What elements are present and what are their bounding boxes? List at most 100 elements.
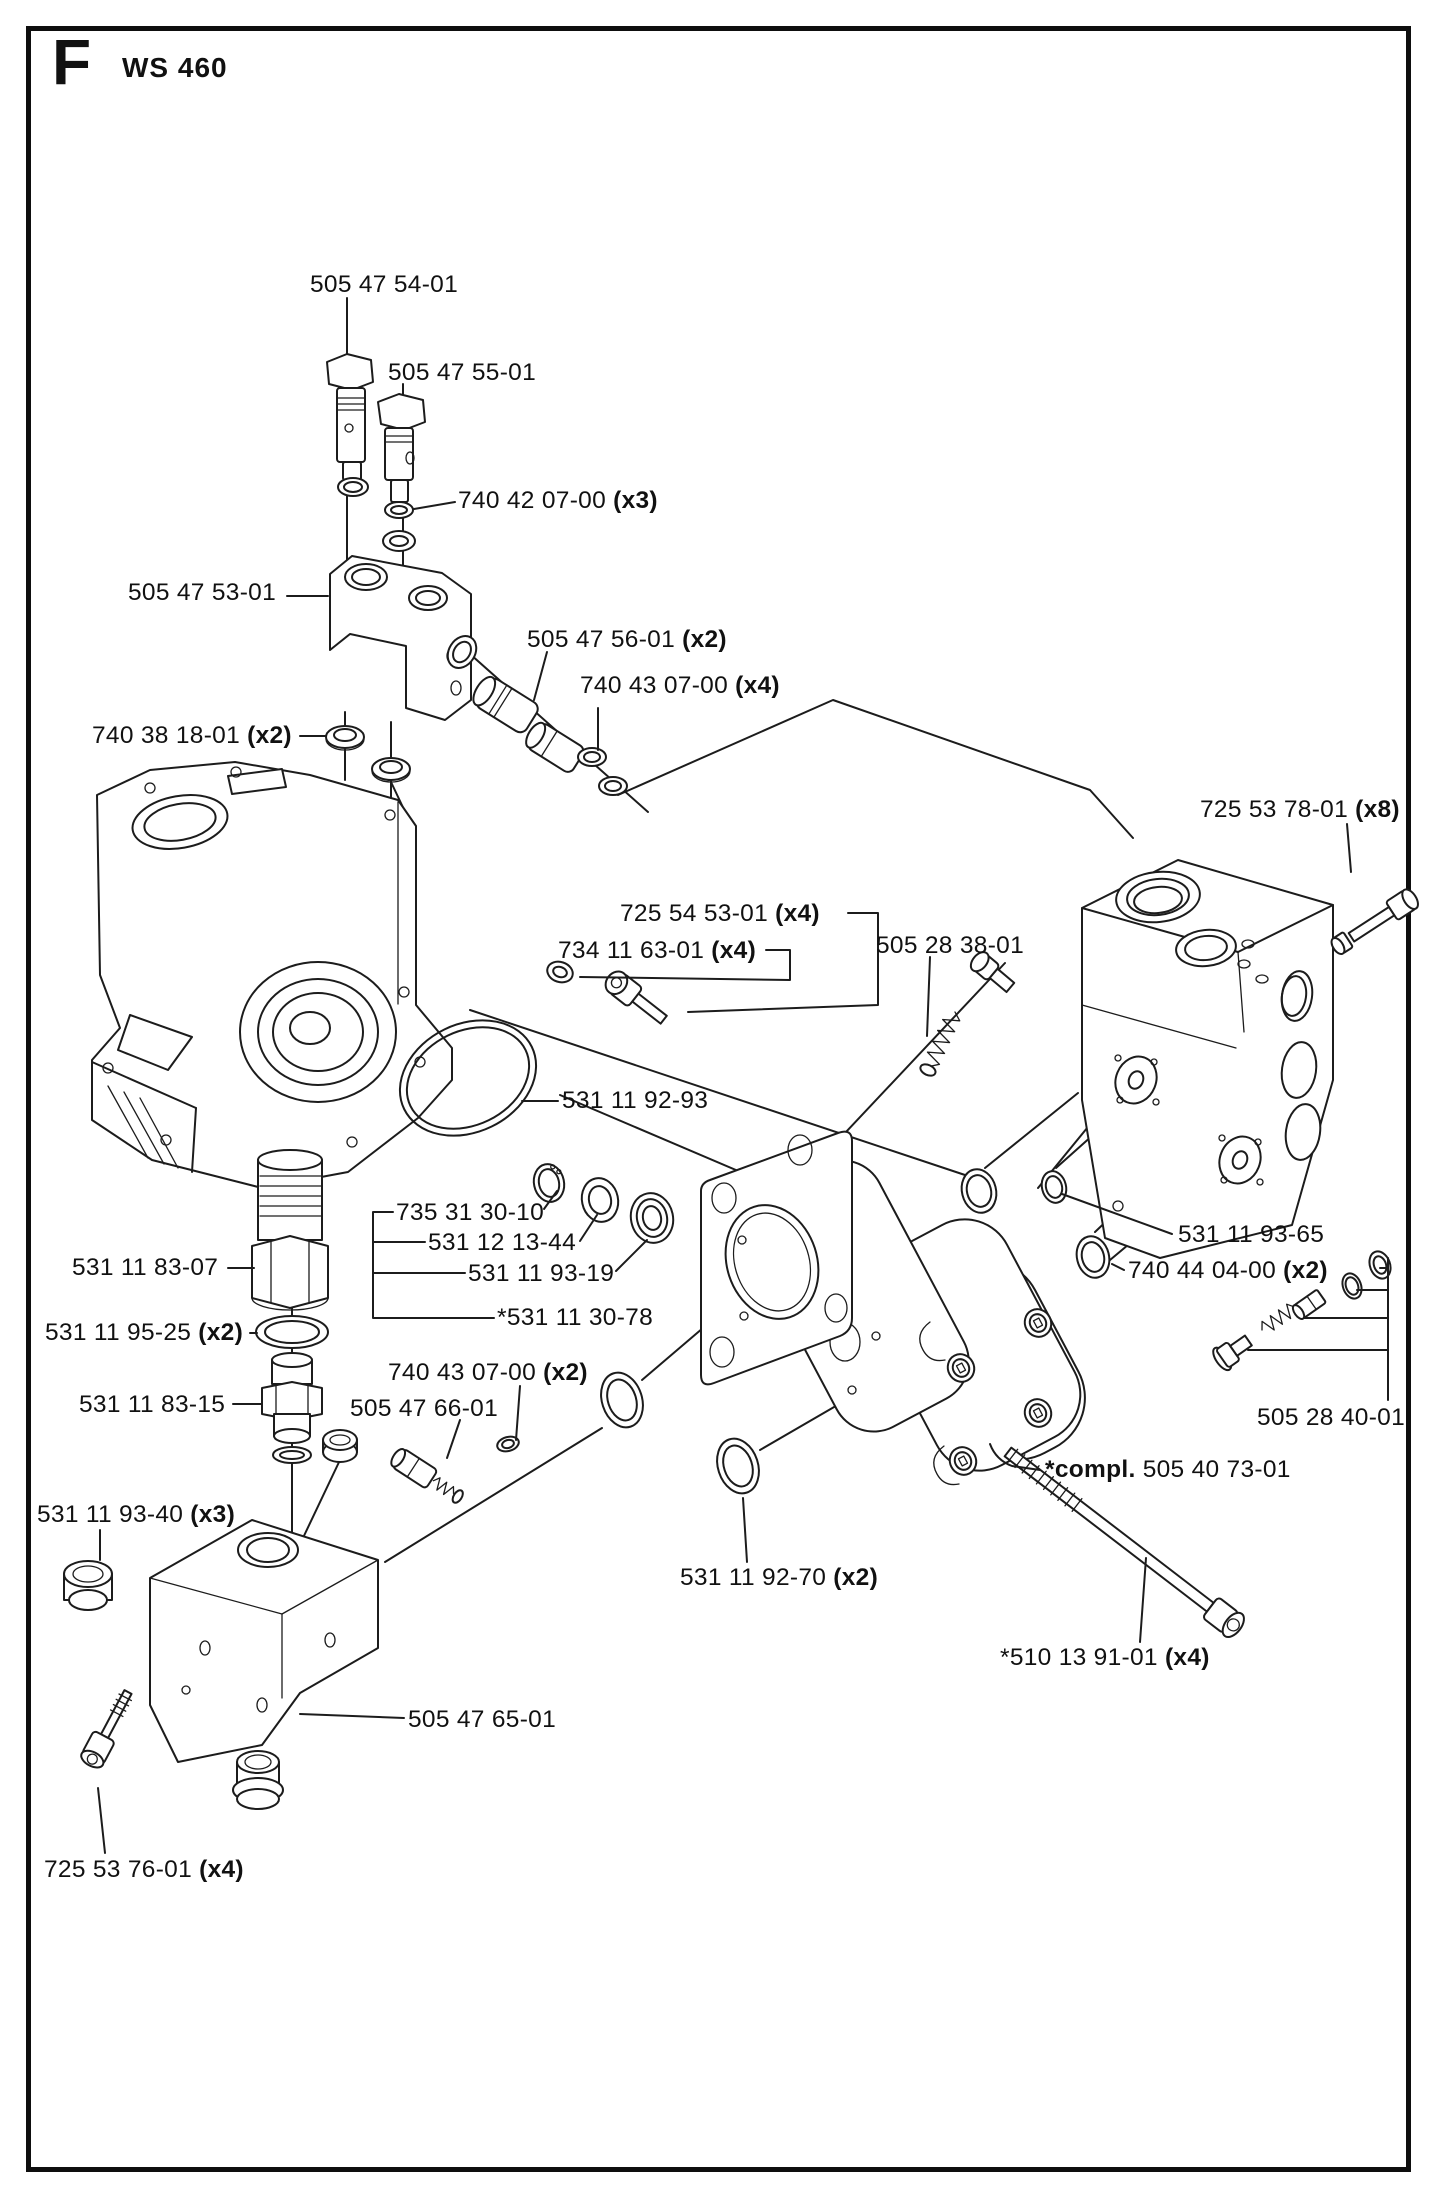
part-label: *531 11 30-78 xyxy=(497,1304,654,1332)
part-number: 531 11 92-70 xyxy=(680,1564,834,1591)
hex-bolt-725537801 xyxy=(1330,888,1419,956)
sleeve-531118307 xyxy=(251,1149,329,1311)
part-quantity: (x4) xyxy=(711,937,757,964)
part-label: 725 53 78-01 (x8) xyxy=(1200,796,1400,824)
valve-block xyxy=(1081,859,1334,1259)
union-531118315 xyxy=(261,1352,323,1464)
cover-bolt xyxy=(946,1353,976,1383)
part-number: 505 47 65-01 xyxy=(408,1706,557,1733)
part-label: 531 11 95-25 (x2) xyxy=(45,1319,244,1347)
part-quantity: (x2) xyxy=(1283,1257,1328,1284)
part-number: 531 11 93-19 xyxy=(468,1260,615,1287)
part-label: 734 11 63-01 (x4) xyxy=(558,937,757,965)
part-number: 734 11 63-01 xyxy=(558,937,712,964)
relief-valve-505283801 xyxy=(919,951,1016,1077)
part-number: 505 47 66-01 xyxy=(350,1395,499,1422)
part-number: 725 53 78-01 xyxy=(1200,796,1356,823)
part-quantity: (x2) xyxy=(198,1319,244,1346)
plug-531119340 xyxy=(232,1750,284,1810)
part-label: 505 28 38-01 xyxy=(876,932,1025,960)
part-number: 531 11 93-65 xyxy=(1178,1221,1325,1248)
part-number: 531 11 92-93 xyxy=(562,1087,709,1114)
mounting-bracket-505475301 xyxy=(329,555,472,721)
part-label: 531 12 13-44 xyxy=(428,1229,577,1257)
model-title: WS 460 xyxy=(122,52,228,83)
hex-bolt-725537601 xyxy=(80,1689,133,1769)
valve-kit-505284001 xyxy=(1212,1250,1392,1372)
o-ring-531119293 xyxy=(398,1019,538,1137)
o-ring-531119525 xyxy=(255,1315,329,1349)
part-label: 531 11 93-40 (x3) xyxy=(37,1501,236,1529)
part-quantity: (x2) xyxy=(247,722,292,749)
part-label: 505 28 40-01 xyxy=(1257,1404,1406,1432)
part-quantity: (x3) xyxy=(190,1501,236,1528)
part-quantity: (x4) xyxy=(1164,1644,1210,1671)
part-label: 725 54 53-01 (x4) xyxy=(620,900,820,928)
washer-740430700 xyxy=(496,1435,520,1453)
leader-lines xyxy=(97,501,1389,1854)
gearbox-housing xyxy=(91,761,453,1189)
washer-740381801 xyxy=(325,725,411,783)
cover-bolt xyxy=(948,1446,978,1476)
part-number: 531 11 95-25 xyxy=(45,1319,199,1346)
page-border xyxy=(26,26,1411,2172)
part-number: 531 11 83-07 xyxy=(72,1254,219,1281)
plug-cap xyxy=(322,1429,358,1463)
part-label: 531 11 83-07 xyxy=(72,1254,219,1282)
o-ring-740440400 xyxy=(1075,1235,1111,1279)
part-number: 505 28 40-01 xyxy=(1257,1404,1406,1431)
seal-531119319 xyxy=(629,1192,675,1244)
o-ring-531119270 xyxy=(716,1437,760,1495)
part-label: 505 47 65-01 xyxy=(408,1706,557,1734)
part-number: 505 40 73-01 xyxy=(1142,1456,1291,1483)
part-number: 505 47 55-01 xyxy=(388,359,537,386)
part-number: 531 11 83-15 xyxy=(79,1391,226,1418)
part-label: 740 43 07-00 (x4) xyxy=(580,672,780,700)
part-quantity: (x4) xyxy=(775,900,820,927)
part-number: 505 47 53-01 xyxy=(128,579,277,606)
fitting-505475601 xyxy=(472,675,539,734)
part-number: 740 43 07-00 xyxy=(580,672,736,699)
part-label: 531 11 92-93 xyxy=(562,1087,709,1115)
part-label: 735 31 30-10 xyxy=(396,1199,545,1227)
figure-letter: F xyxy=(52,26,92,98)
part-label: 740 43 07-00 (x2) xyxy=(388,1359,588,1387)
part-quantity: (x8) xyxy=(1355,796,1400,823)
part-number: 531 12 13-44 xyxy=(428,1229,577,1256)
stay-bolt-510139101 xyxy=(1003,1446,1245,1639)
part-number: 505 47 54-01 xyxy=(310,271,459,298)
part-label: 505 47 55-01 xyxy=(388,359,537,387)
cover-bolt xyxy=(1023,1398,1053,1428)
o-ring xyxy=(960,1168,998,1214)
washer-734116301 xyxy=(546,960,574,984)
manifold-block-505476501 xyxy=(149,1519,379,1763)
part-number: *531 11 30-78 xyxy=(497,1304,654,1331)
part-number: 531 11 93-40 xyxy=(37,1501,191,1528)
part-number: 735 31 30-10 xyxy=(396,1199,545,1226)
valve-plug-505475401 xyxy=(326,353,374,481)
part-quantity: (x4) xyxy=(735,672,780,699)
o-ring-531119270 xyxy=(600,1371,644,1429)
part-label: 531 11 93-65 xyxy=(1178,1221,1325,1249)
cover-bolt xyxy=(1023,1308,1053,1338)
part-label: *510 13 91-01 (x4) xyxy=(1000,1644,1210,1672)
valve-plug-505475501 xyxy=(377,393,426,503)
part-number: 740 38 18-01 xyxy=(92,722,248,749)
part-label: 505 47 54-01 xyxy=(310,271,459,299)
part-quantity: (x4) xyxy=(199,1856,244,1883)
part-label: 531 11 92-70 (x2) xyxy=(680,1564,879,1592)
part-number: *510 13 91-01 xyxy=(1000,1644,1165,1671)
part-number: 725 53 76-01 xyxy=(44,1856,200,1883)
part-number: 740 44 04-00 xyxy=(1128,1257,1284,1284)
part-quantity: (x2) xyxy=(833,1564,879,1591)
part-label: 505 47 53-01 xyxy=(128,579,277,607)
plug-531119340 xyxy=(63,1560,113,1611)
part-number: 725 54 53-01 xyxy=(620,900,776,927)
fitting-505475601 xyxy=(525,721,585,773)
part-quantity: (x2) xyxy=(543,1359,588,1386)
part-number: 740 42 07-00 xyxy=(458,487,614,514)
o-ring-531119365 xyxy=(1040,1170,1068,1204)
part-label: 505 47 56-01 (x2) xyxy=(527,626,727,654)
part-number: 505 28 38-01 xyxy=(876,932,1025,959)
